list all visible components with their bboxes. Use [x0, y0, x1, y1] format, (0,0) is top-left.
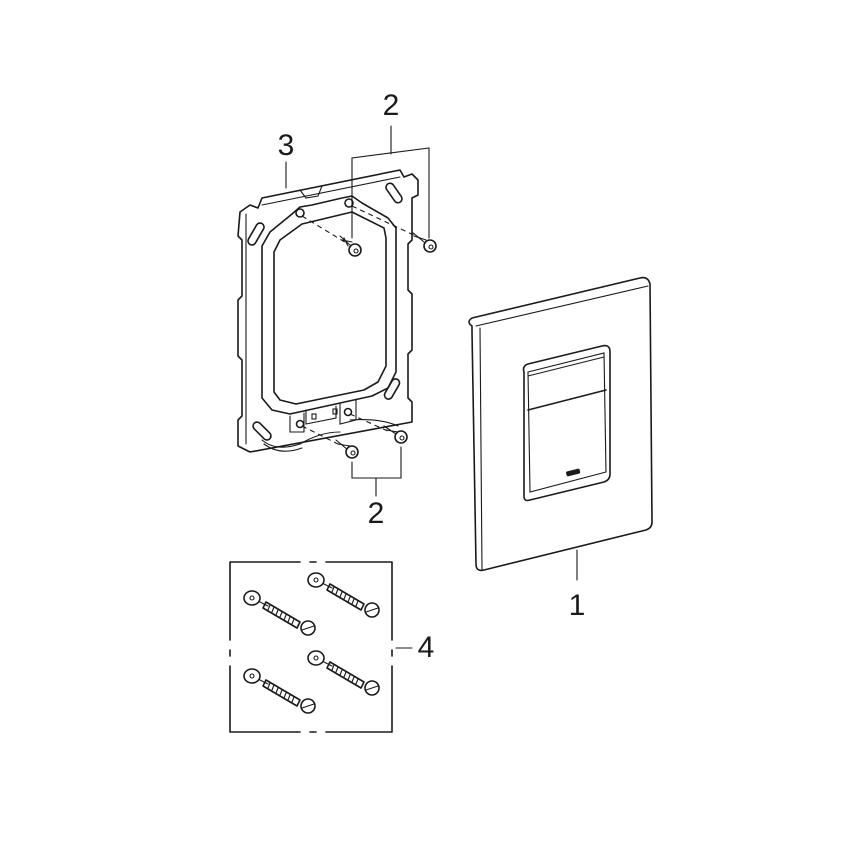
callout-part-2-top: 2 — [382, 89, 400, 122]
flush-plate — [468, 276, 653, 581]
fixing-set — [229, 561, 413, 733]
mounting-frame — [237, 169, 419, 453]
callout-part-1: 1 — [568, 589, 586, 622]
brand-logo-icon — [566, 468, 581, 477]
callout-part-4: 4 — [417, 631, 435, 664]
screw-plug-a — [307, 572, 380, 618]
screw-plug-b — [243, 590, 316, 636]
screws-upper — [301, 125, 437, 257]
callout-part-3: 3 — [277, 129, 295, 162]
screw-plug-d — [243, 668, 316, 714]
screw-plug-c — [307, 650, 380, 696]
screws-lower — [301, 413, 408, 497]
callout-part-2-bottom: 2 — [367, 497, 385, 530]
